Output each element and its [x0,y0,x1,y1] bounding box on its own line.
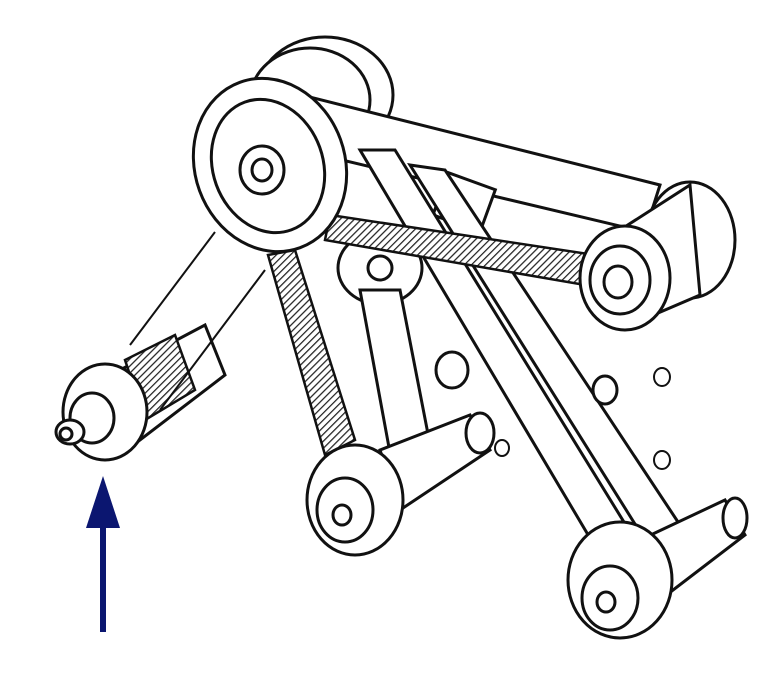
arrow-up-icon [86,476,120,632]
idler-pulley-right [578,180,737,332]
pulley-bottom-middle [305,411,496,557]
pulley-bottom-right [566,496,749,640]
mounting-holes [434,350,671,470]
input-shaft-left [54,231,266,462]
drive-pulley-large [191,76,349,254]
